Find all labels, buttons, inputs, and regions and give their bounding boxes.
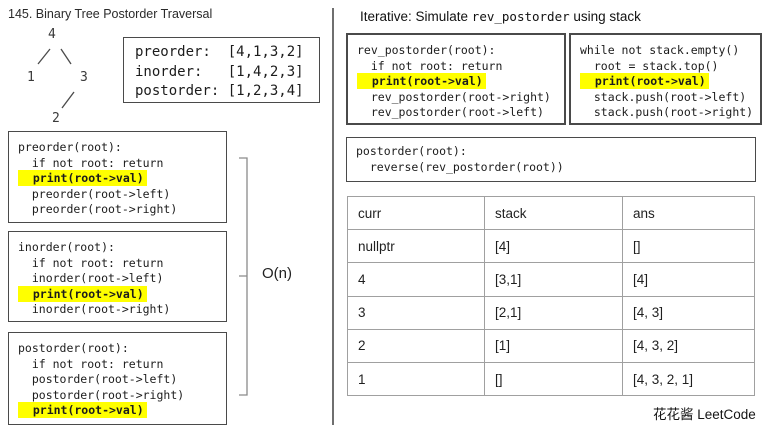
code-line: reverse(rev_postorder(root)) bbox=[356, 159, 564, 174]
table-cell: [4, 3] bbox=[622, 295, 755, 330]
code-line: postorder: [1,2,3,4] bbox=[135, 83, 304, 99]
code-line: rev_postorder(root->right) bbox=[357, 89, 551, 104]
code-line: if not root: return bbox=[18, 155, 164, 170]
while-loop-code-box: while not stack.empty() root = stack.top… bbox=[569, 33, 762, 125]
table-cell: [4, 3, 2, 1] bbox=[622, 361, 755, 397]
highlighted-code-line: print(root->val) bbox=[357, 73, 486, 90]
iterative-heading-prefix: Iterative: Simulate bbox=[360, 9, 472, 24]
table-cell: [4] bbox=[622, 262, 755, 297]
watermark: 花花酱 LeetCode bbox=[653, 407, 756, 422]
code-line: print(root->val) bbox=[18, 285, 222, 303]
code-line: stack.push(root->left) bbox=[580, 89, 747, 104]
table-row: nullptr[4][] bbox=[347, 229, 755, 264]
reverse-code-box: postorder(root): reverse(rev_postorder(r… bbox=[346, 137, 756, 182]
code-line: rev_postorder(root): bbox=[357, 43, 496, 57]
preorder-code-box: preorder(root): if not root: return prin… bbox=[8, 131, 227, 223]
table-cell: nullptr bbox=[347, 229, 485, 264]
highlighted-code-line: print(root->val) bbox=[580, 73, 709, 90]
table-cell: [1] bbox=[484, 328, 623, 363]
iterative-heading-suffix: using stack bbox=[569, 9, 641, 24]
code-line: print(root->val) bbox=[18, 170, 222, 187]
table-cell: [2,1] bbox=[484, 295, 623, 330]
tree-node-root: 4 bbox=[48, 27, 56, 42]
code-line: inorder: [1,4,2,3] bbox=[135, 63, 304, 80]
table-cell: 1 bbox=[347, 361, 485, 397]
code-line: print(root->val) bbox=[357, 73, 560, 90]
code-line: inorder(root): bbox=[18, 240, 115, 254]
code-line: postorder(root): bbox=[18, 341, 129, 355]
code-line: if not root: return bbox=[18, 255, 164, 270]
iterative-heading-code: rev_postorder bbox=[471, 9, 570, 24]
tree-node-left: 1 bbox=[27, 70, 35, 85]
tree-node-right-left: 2 bbox=[52, 111, 60, 126]
code-line: preorder(root->left) bbox=[18, 186, 171, 201]
page-title: 145. Binary Tree Postorder Traversal bbox=[8, 7, 213, 21]
rev-postorder-code-box: rev_postorder(root): if not root: return… bbox=[346, 33, 566, 125]
iterative-heading: Iterative: Simulate rev_postorder using … bbox=[360, 9, 641, 24]
tree-edges bbox=[37, 48, 75, 109]
code-line: postorder(root->left) bbox=[18, 372, 178, 387]
code-line: postorder(root->right) bbox=[18, 387, 185, 402]
code-line: root = stack.top() bbox=[580, 58, 719, 73]
code-line: if not root: return bbox=[357, 58, 503, 73]
table-cell: 2 bbox=[347, 328, 485, 363]
code-line: preorder(root): bbox=[18, 140, 122, 154]
highlighted-code-line: print(root->val) bbox=[18, 285, 147, 302]
table-cell: [] bbox=[622, 229, 755, 264]
table-cell: 3 bbox=[347, 295, 485, 330]
table-header-cell: ans bbox=[622, 195, 755, 231]
table-cell: [3,1] bbox=[484, 262, 623, 297]
code-line: stack.push(root->right) bbox=[580, 105, 754, 120]
table-header-cell: stack bbox=[484, 195, 623, 231]
section-divider bbox=[332, 8, 334, 425]
code-line: rev_postorder(root->left) bbox=[357, 105, 544, 120]
trace-table-body: nullptr[4][]4[3,1][4]3[2,1][4, 3]2[1][4,… bbox=[347, 229, 755, 397]
code-line: postorder(root): bbox=[356, 144, 467, 158]
tree-node-right: 3 bbox=[80, 70, 88, 85]
highlighted-code-line: print(root->val) bbox=[18, 402, 147, 419]
table-header-cell: curr bbox=[347, 195, 485, 231]
inorder-code-box: inorder(root): if not root: return inord… bbox=[8, 231, 227, 322]
code-line: print(root->val) bbox=[18, 402, 222, 419]
highlighted-code-line: print(root->val) bbox=[18, 170, 147, 187]
complexity-label: O(n) bbox=[262, 265, 292, 282]
table-cell: [4] bbox=[484, 229, 623, 264]
code-line: while not stack.empty() bbox=[580, 43, 740, 57]
table-row: 1[][4, 3, 2, 1] bbox=[347, 361, 755, 397]
postorder-code-box: postorder(root): if not root: return pos… bbox=[8, 332, 227, 425]
code-line: preorder: [4,1,3,2] bbox=[135, 44, 304, 60]
table-cell: [] bbox=[484, 361, 623, 397]
table-cell: 4 bbox=[347, 262, 485, 297]
traversal-summary-box: preorder: [4,1,3,2] inorder: [1,4,2,3] pos… bbox=[123, 37, 320, 103]
table-row: 3[2,1][4, 3] bbox=[347, 295, 755, 330]
code-line: inorder(root->left) bbox=[18, 271, 164, 286]
code-line: preorder(root->right) bbox=[18, 202, 178, 217]
table-row: 4[3,1][4] bbox=[347, 262, 755, 297]
binary-tree-diagram: 4 1 3 2 bbox=[0, 0, 130, 135]
table-row: 2[1][4, 3, 2] bbox=[347, 328, 755, 363]
table-cell: [4, 3, 2] bbox=[622, 328, 755, 363]
code-line: if not root: return bbox=[18, 356, 164, 371]
code-line: print(root->val) bbox=[580, 73, 756, 90]
code-line: inorder(root->right) bbox=[18, 302, 171, 317]
complexity-bracket bbox=[239, 157, 248, 396]
